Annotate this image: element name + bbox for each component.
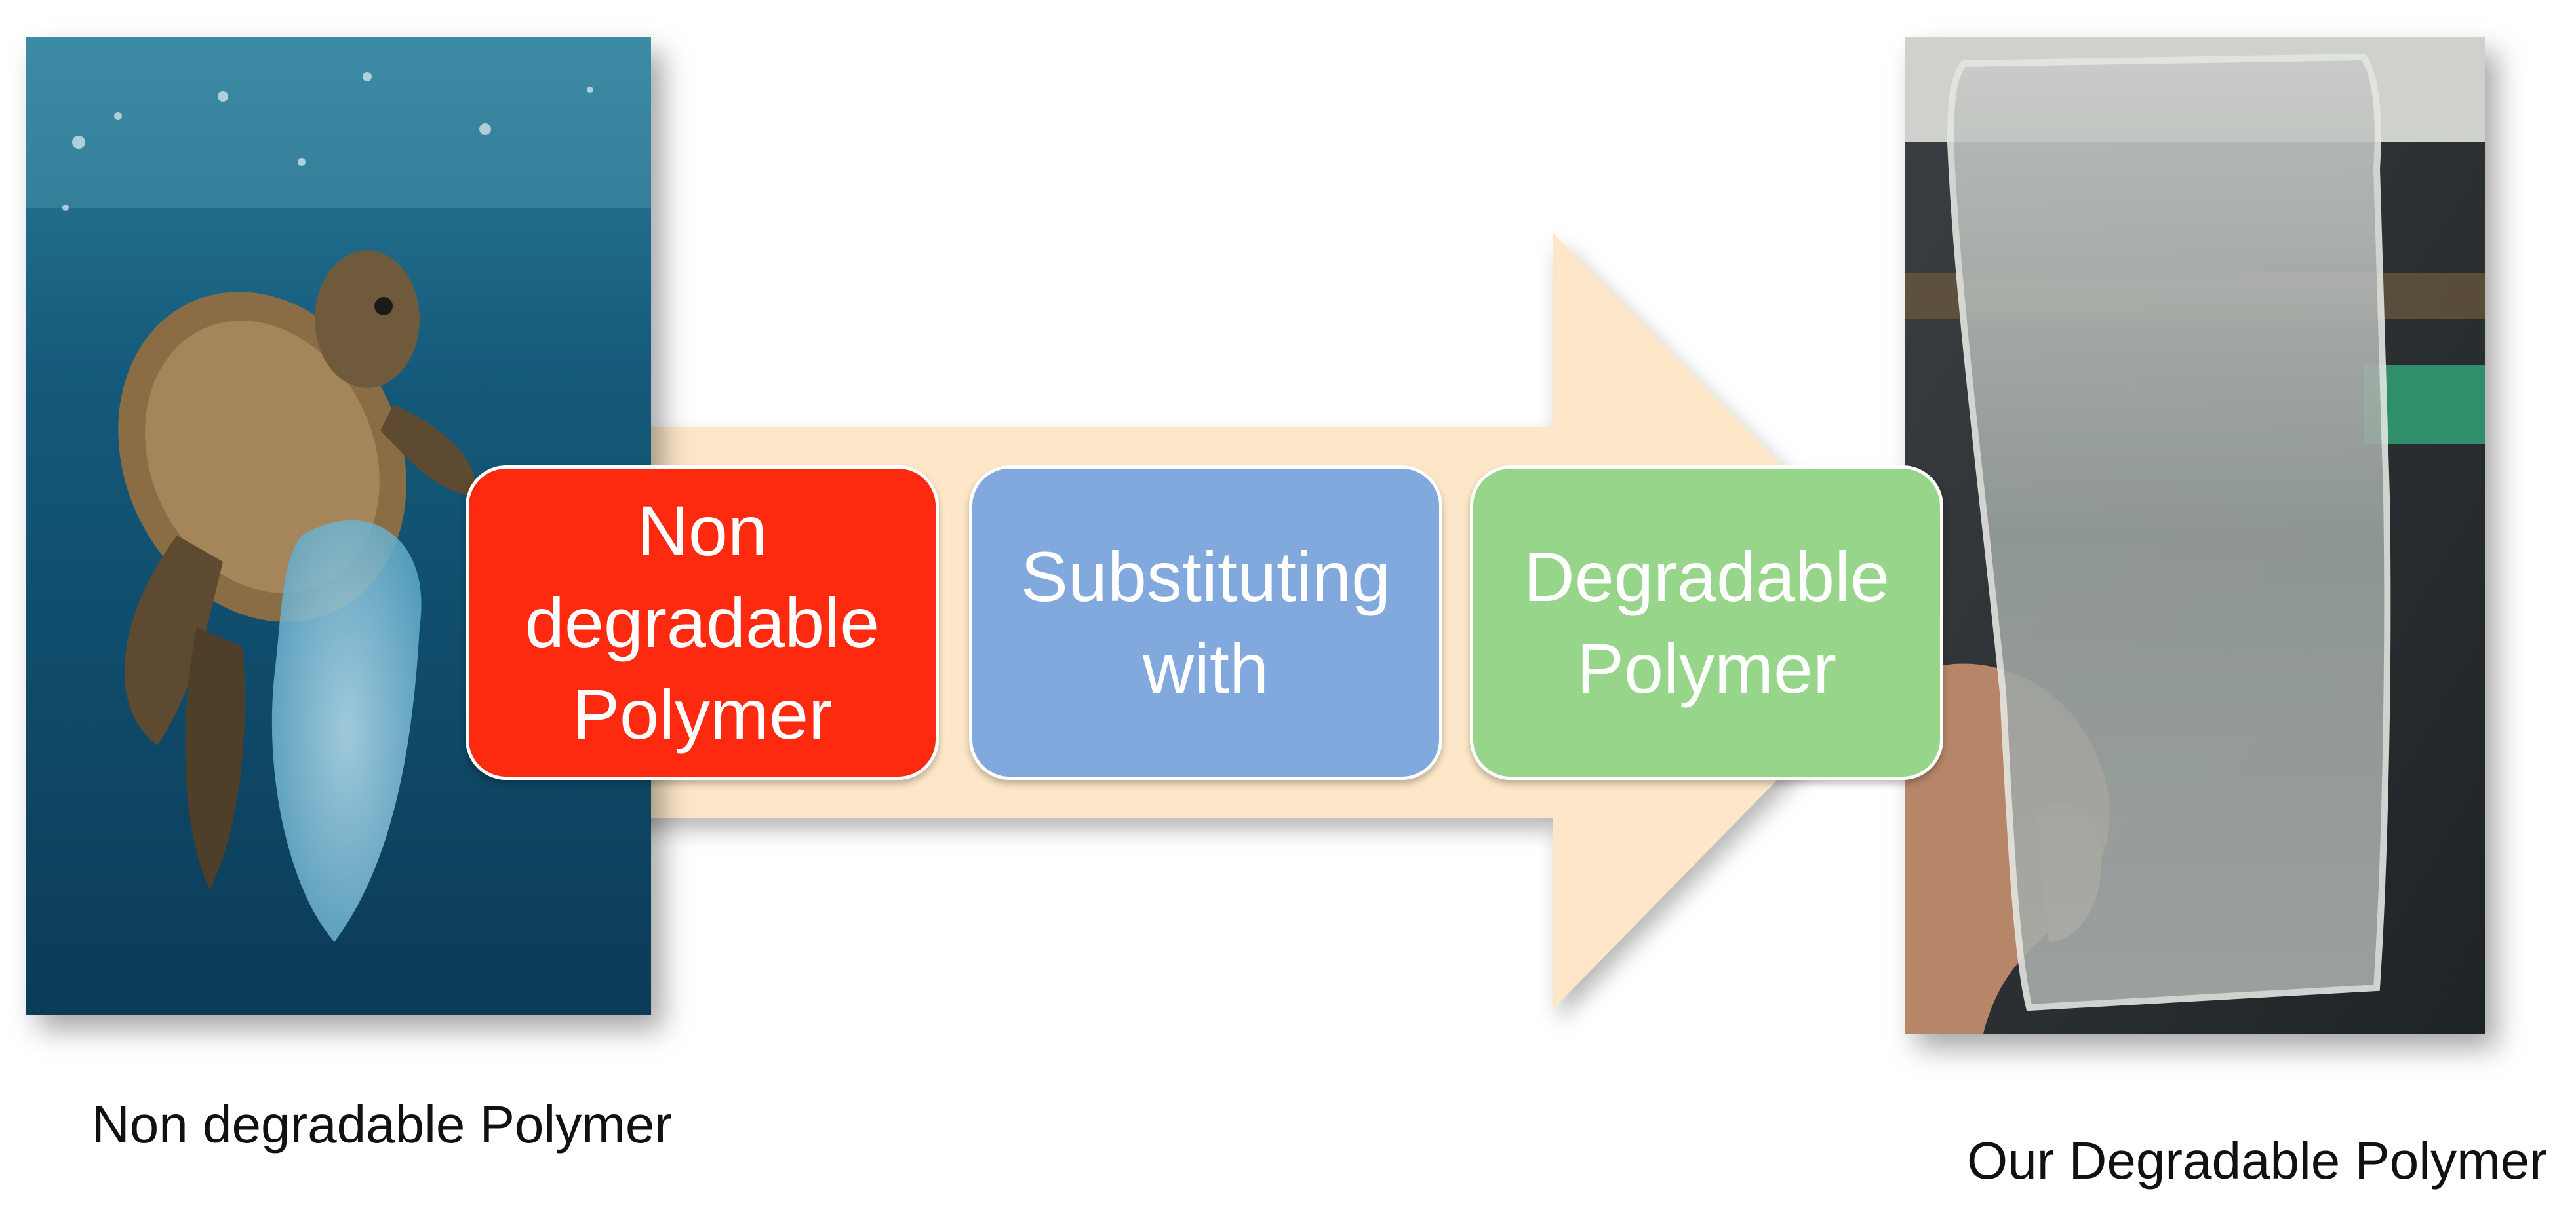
film-photo-image bbox=[1905, 37, 2485, 1034]
step-non-degradable-box: Non degradable Polymer bbox=[466, 465, 939, 780]
step-degradable-label: Degradable Polymer bbox=[1523, 537, 1890, 708]
turtle-photo-image bbox=[26, 37, 651, 1015]
turtle-plastic-photo bbox=[26, 37, 651, 1015]
step-non-degradable-label: Non degradable Polymer bbox=[525, 491, 880, 754]
degradable-film-photo bbox=[1905, 37, 2485, 1034]
step-substituting-box: Substituting with bbox=[969, 465, 1442, 780]
caption-our-degradable: Our Degradable Polymer bbox=[1967, 1131, 2547, 1190]
step-substituting-label: Substituting with bbox=[1020, 537, 1391, 708]
caption-non-degradable: Non degradable Polymer bbox=[92, 1095, 672, 1154]
step-degradable-box: Degradable Polymer bbox=[1470, 465, 1943, 780]
